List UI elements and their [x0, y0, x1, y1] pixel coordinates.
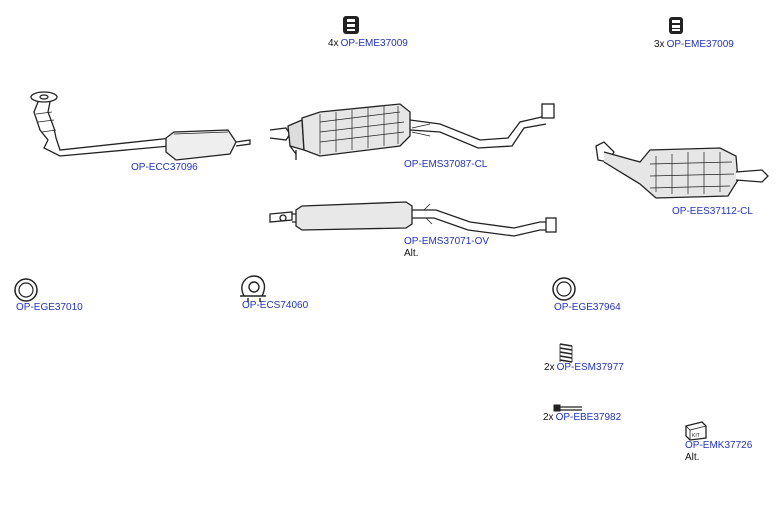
- quantity: 3x: [654, 39, 665, 50]
- part-link-ege37964[interactable]: OP-EGE37964: [554, 302, 621, 313]
- part-link-ems37087-cl[interactable]: OP-EMS37087-CL: [404, 159, 488, 170]
- part-link-ems37071-ov[interactable]: OP-EMS37071-OV: [404, 236, 490, 247]
- quantity: 4x: [328, 38, 339, 49]
- part-label-ege-left: OP-EGE37010: [16, 302, 83, 314]
- quantity: 2x: [543, 412, 554, 423]
- middle-silencer-icon[interactable]: [269, 201, 557, 237]
- part-link-ege37010[interactable]: OP-EGE37010: [16, 302, 83, 313]
- quantity: 2x: [544, 362, 555, 373]
- spring-icon[interactable]: [559, 343, 573, 363]
- part-label-ecc: OP-ECC37096: [131, 162, 198, 174]
- rubber-hanger-icon[interactable]: [669, 17, 683, 34]
- part-link-ecs74060[interactable]: OP-ECS74060: [242, 300, 309, 311]
- gasket-ring-icon[interactable]: [14, 278, 38, 302]
- gasket-ring-icon[interactable]: [552, 277, 576, 301]
- catalytic-converter-icon[interactable]: [30, 91, 251, 161]
- part-link-ecc37096[interactable]: OP-ECC37096: [131, 162, 198, 173]
- part-label-ecs: OP-ECS74060: [242, 300, 308, 312]
- part-link-ees37112-cl[interactable]: OP-EES37112-CL: [672, 206, 753, 217]
- clamp-icon[interactable]: [240, 275, 266, 302]
- bolt-icon[interactable]: [553, 404, 582, 412]
- part-link-emk37726[interactable]: OP-EMK37726: [685, 440, 753, 451]
- alt-note: Alt.: [685, 452, 700, 463]
- part-link-eme37009[interactable]: OP-EME37009: [666, 39, 734, 50]
- part-label-ems-cl: OP-EMS37087-CL: [404, 159, 487, 171]
- part-link-eme37009[interactable]: OP-EME37009: [340, 38, 408, 49]
- part-link-ebe37982[interactable]: OP-EBE37982: [555, 412, 622, 423]
- rear-silencer-icon[interactable]: [595, 141, 769, 199]
- rubber-hanger-icon[interactable]: [343, 16, 359, 34]
- part-label-ege-right: OP-EGE37964: [554, 302, 621, 314]
- part-label-emk: OP-EMK37726: [685, 440, 752, 452]
- part-label-ems-ov: OP-EMS37071-OV: [404, 236, 489, 248]
- mounting-kit-icon[interactable]: KIT: [685, 421, 707, 441]
- front-silencer-icon[interactable]: [269, 103, 555, 160]
- part-link-esm37977[interactable]: OP-ESM37977: [556, 362, 624, 373]
- part-label-ees: OP-EES37112-CL: [672, 206, 753, 218]
- kit-icon-text: KIT: [692, 433, 700, 439]
- alt-note: Alt.: [404, 248, 419, 259]
